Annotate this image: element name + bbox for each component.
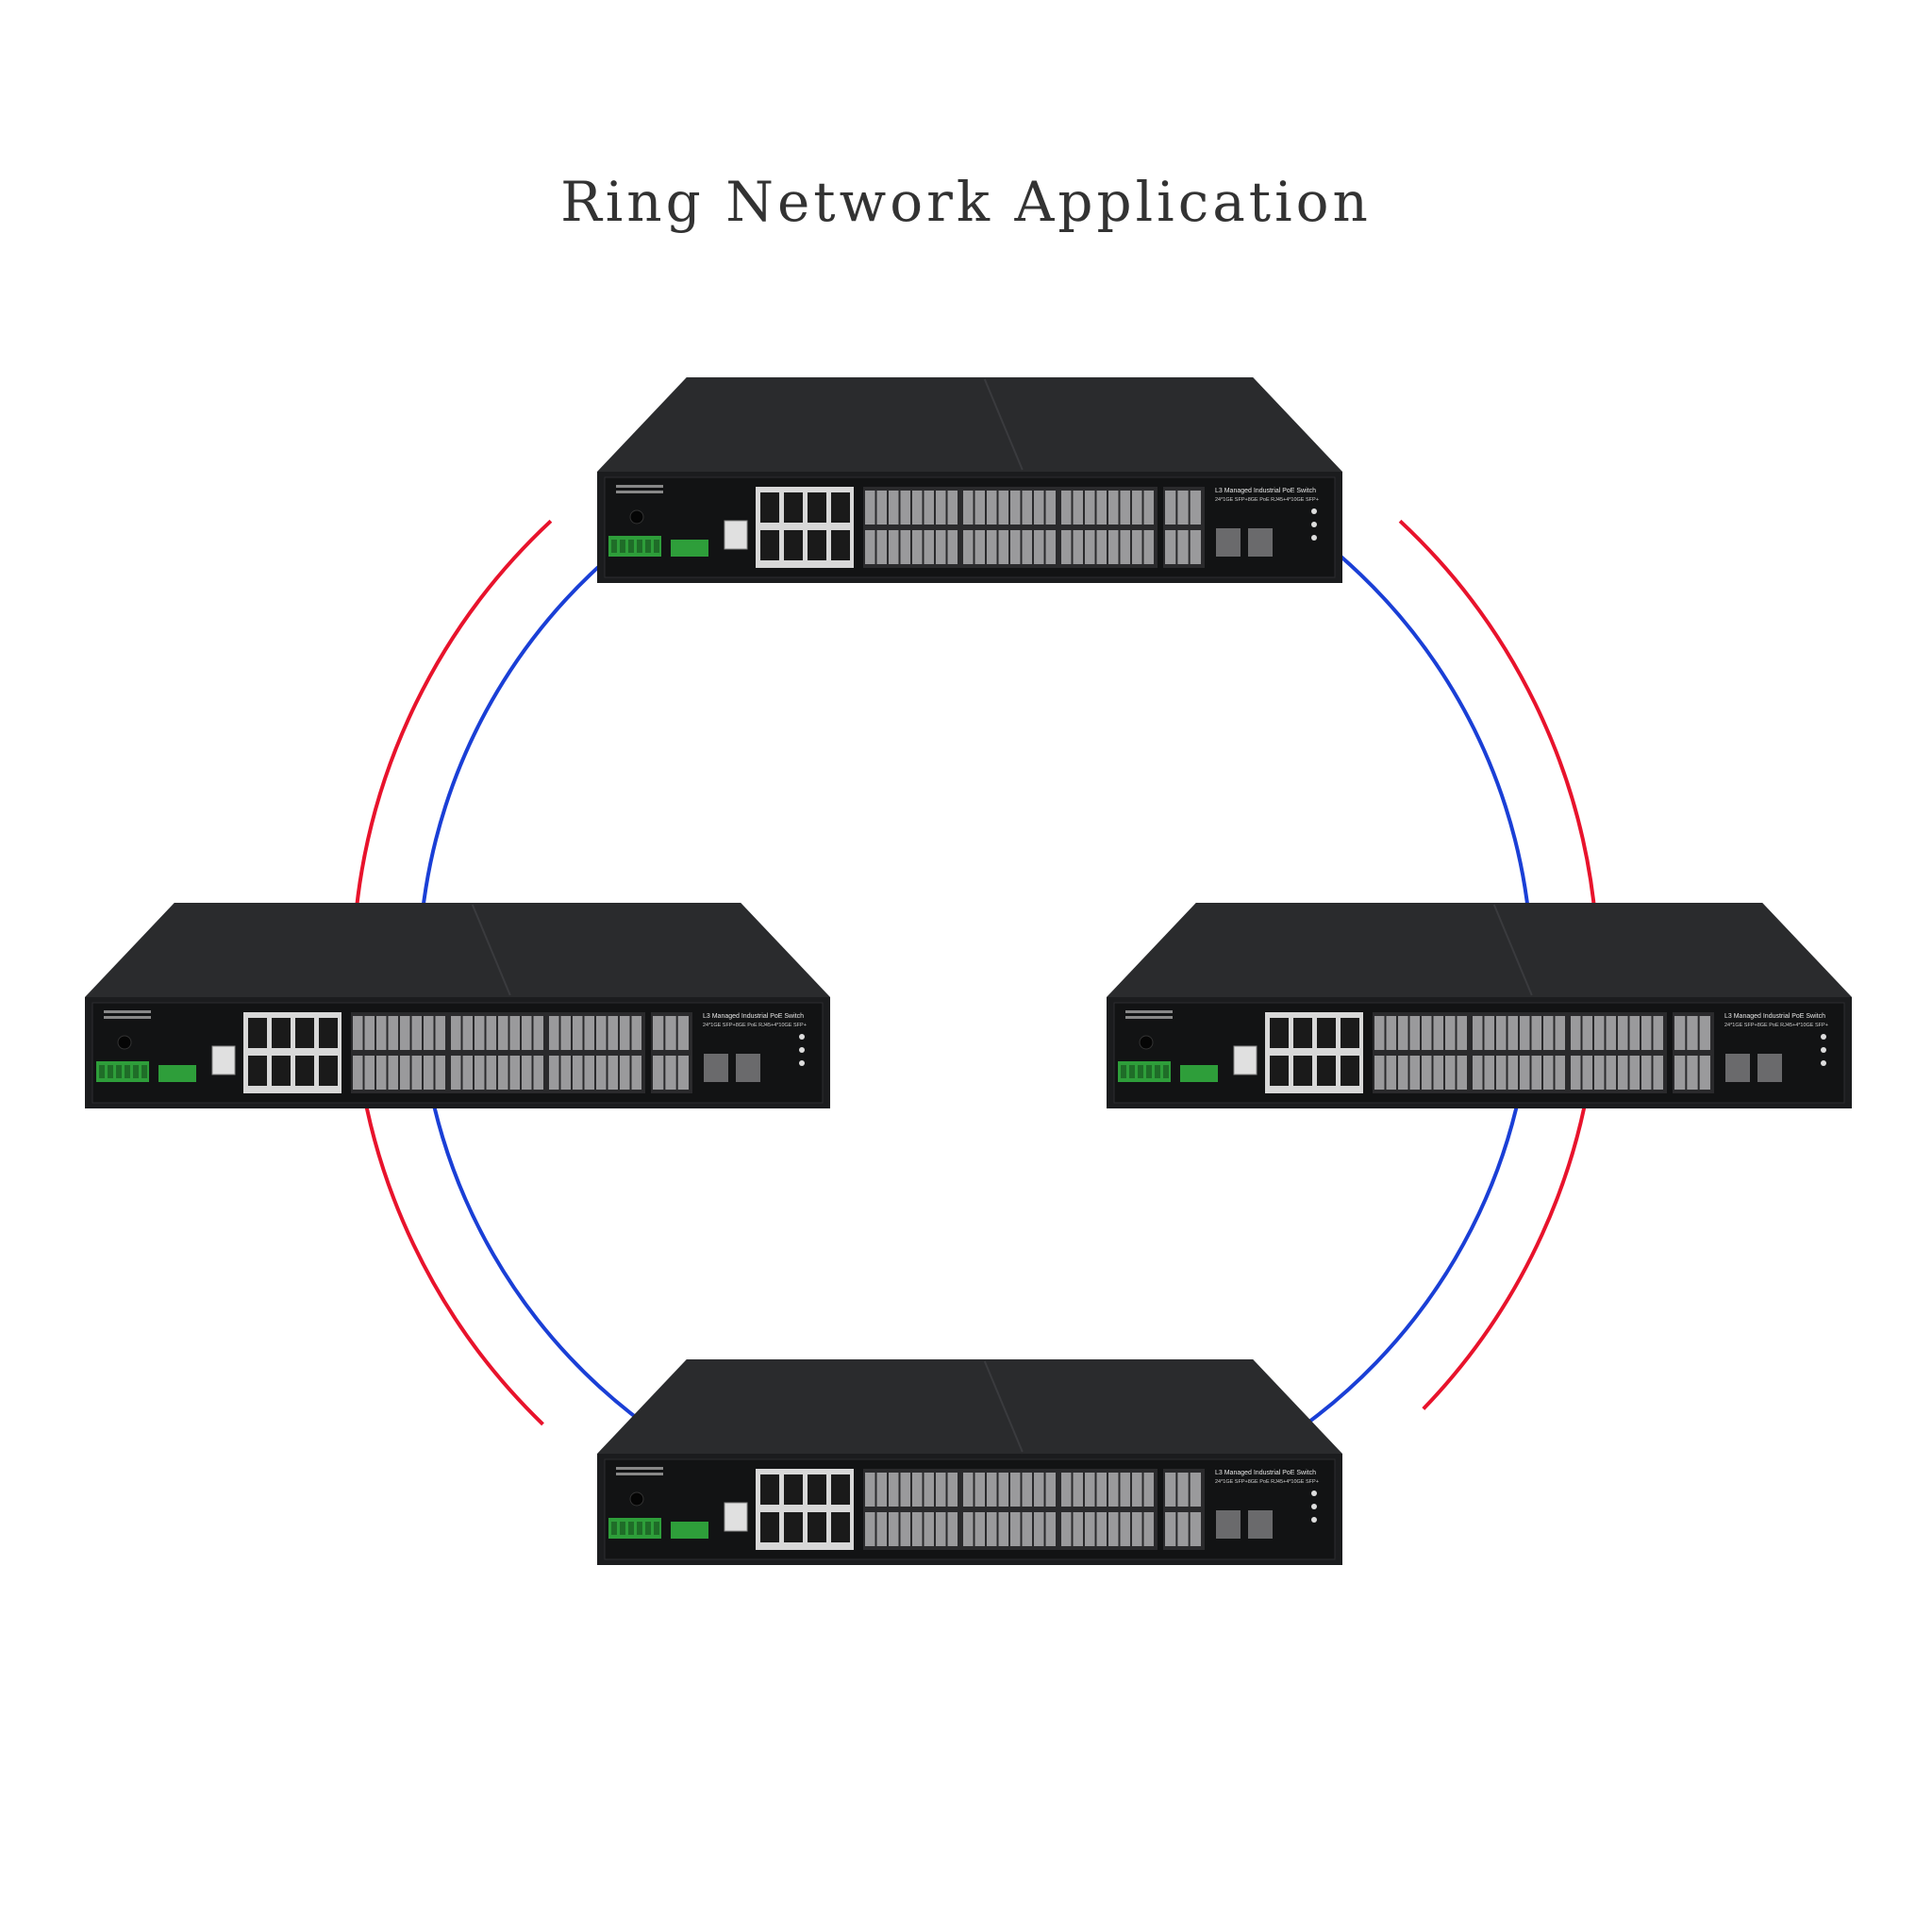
switch-top-panel [85,903,830,997]
switch-top-panel [597,1359,1342,1454]
switch-name-label: L3 Managed Industrial PoE Switch [1215,1470,1316,1476]
outer-ring-link-left-top [353,519,553,923]
switch-left: L3 Managed Industrial PoE Switch 24*1GE S… [85,903,830,1108]
switches: L3 Managed Industrial PoE Switch 24*1GE S… [85,377,1852,1565]
switch-name-label: L3 Managed Industrial PoE Switch [1215,488,1316,494]
switch-spec-label: 24*1GE SFP+8GE PoE RJ45+4*10GE SFP+ [1215,1479,1319,1485]
switch-spec-label: 24*1GE SFP+8GE PoE RJ45+4*10GE SFP+ [703,1023,807,1028]
switch-right: L3 Managed Industrial PoE Switch 24*1GE S… [1107,903,1852,1108]
switch-name-label: L3 Managed Industrial PoE Switch [1724,1013,1825,1020]
switch-bottom: L3 Managed Industrial PoE Switch 24*1GE S… [597,1359,1342,1565]
switch-top-panel [1107,903,1852,997]
switch-top: L3 Managed Industrial PoE Switch 24*1GE S… [597,377,1342,583]
outer-ring-link-top-right [1398,519,1598,923]
switch-spec-label: 24*1GE SFP+8GE PoE RJ45+4*10GE SFP+ [1724,1023,1828,1028]
diagram-title: Ring Network Application [560,170,1372,234]
switch-spec-label: 24*1GE SFP+8GE PoE RJ45+4*10GE SFP+ [1215,497,1319,503]
switch-name-label: L3 Managed Industrial PoE Switch [703,1013,804,1020]
switch-top-panel [597,377,1342,472]
